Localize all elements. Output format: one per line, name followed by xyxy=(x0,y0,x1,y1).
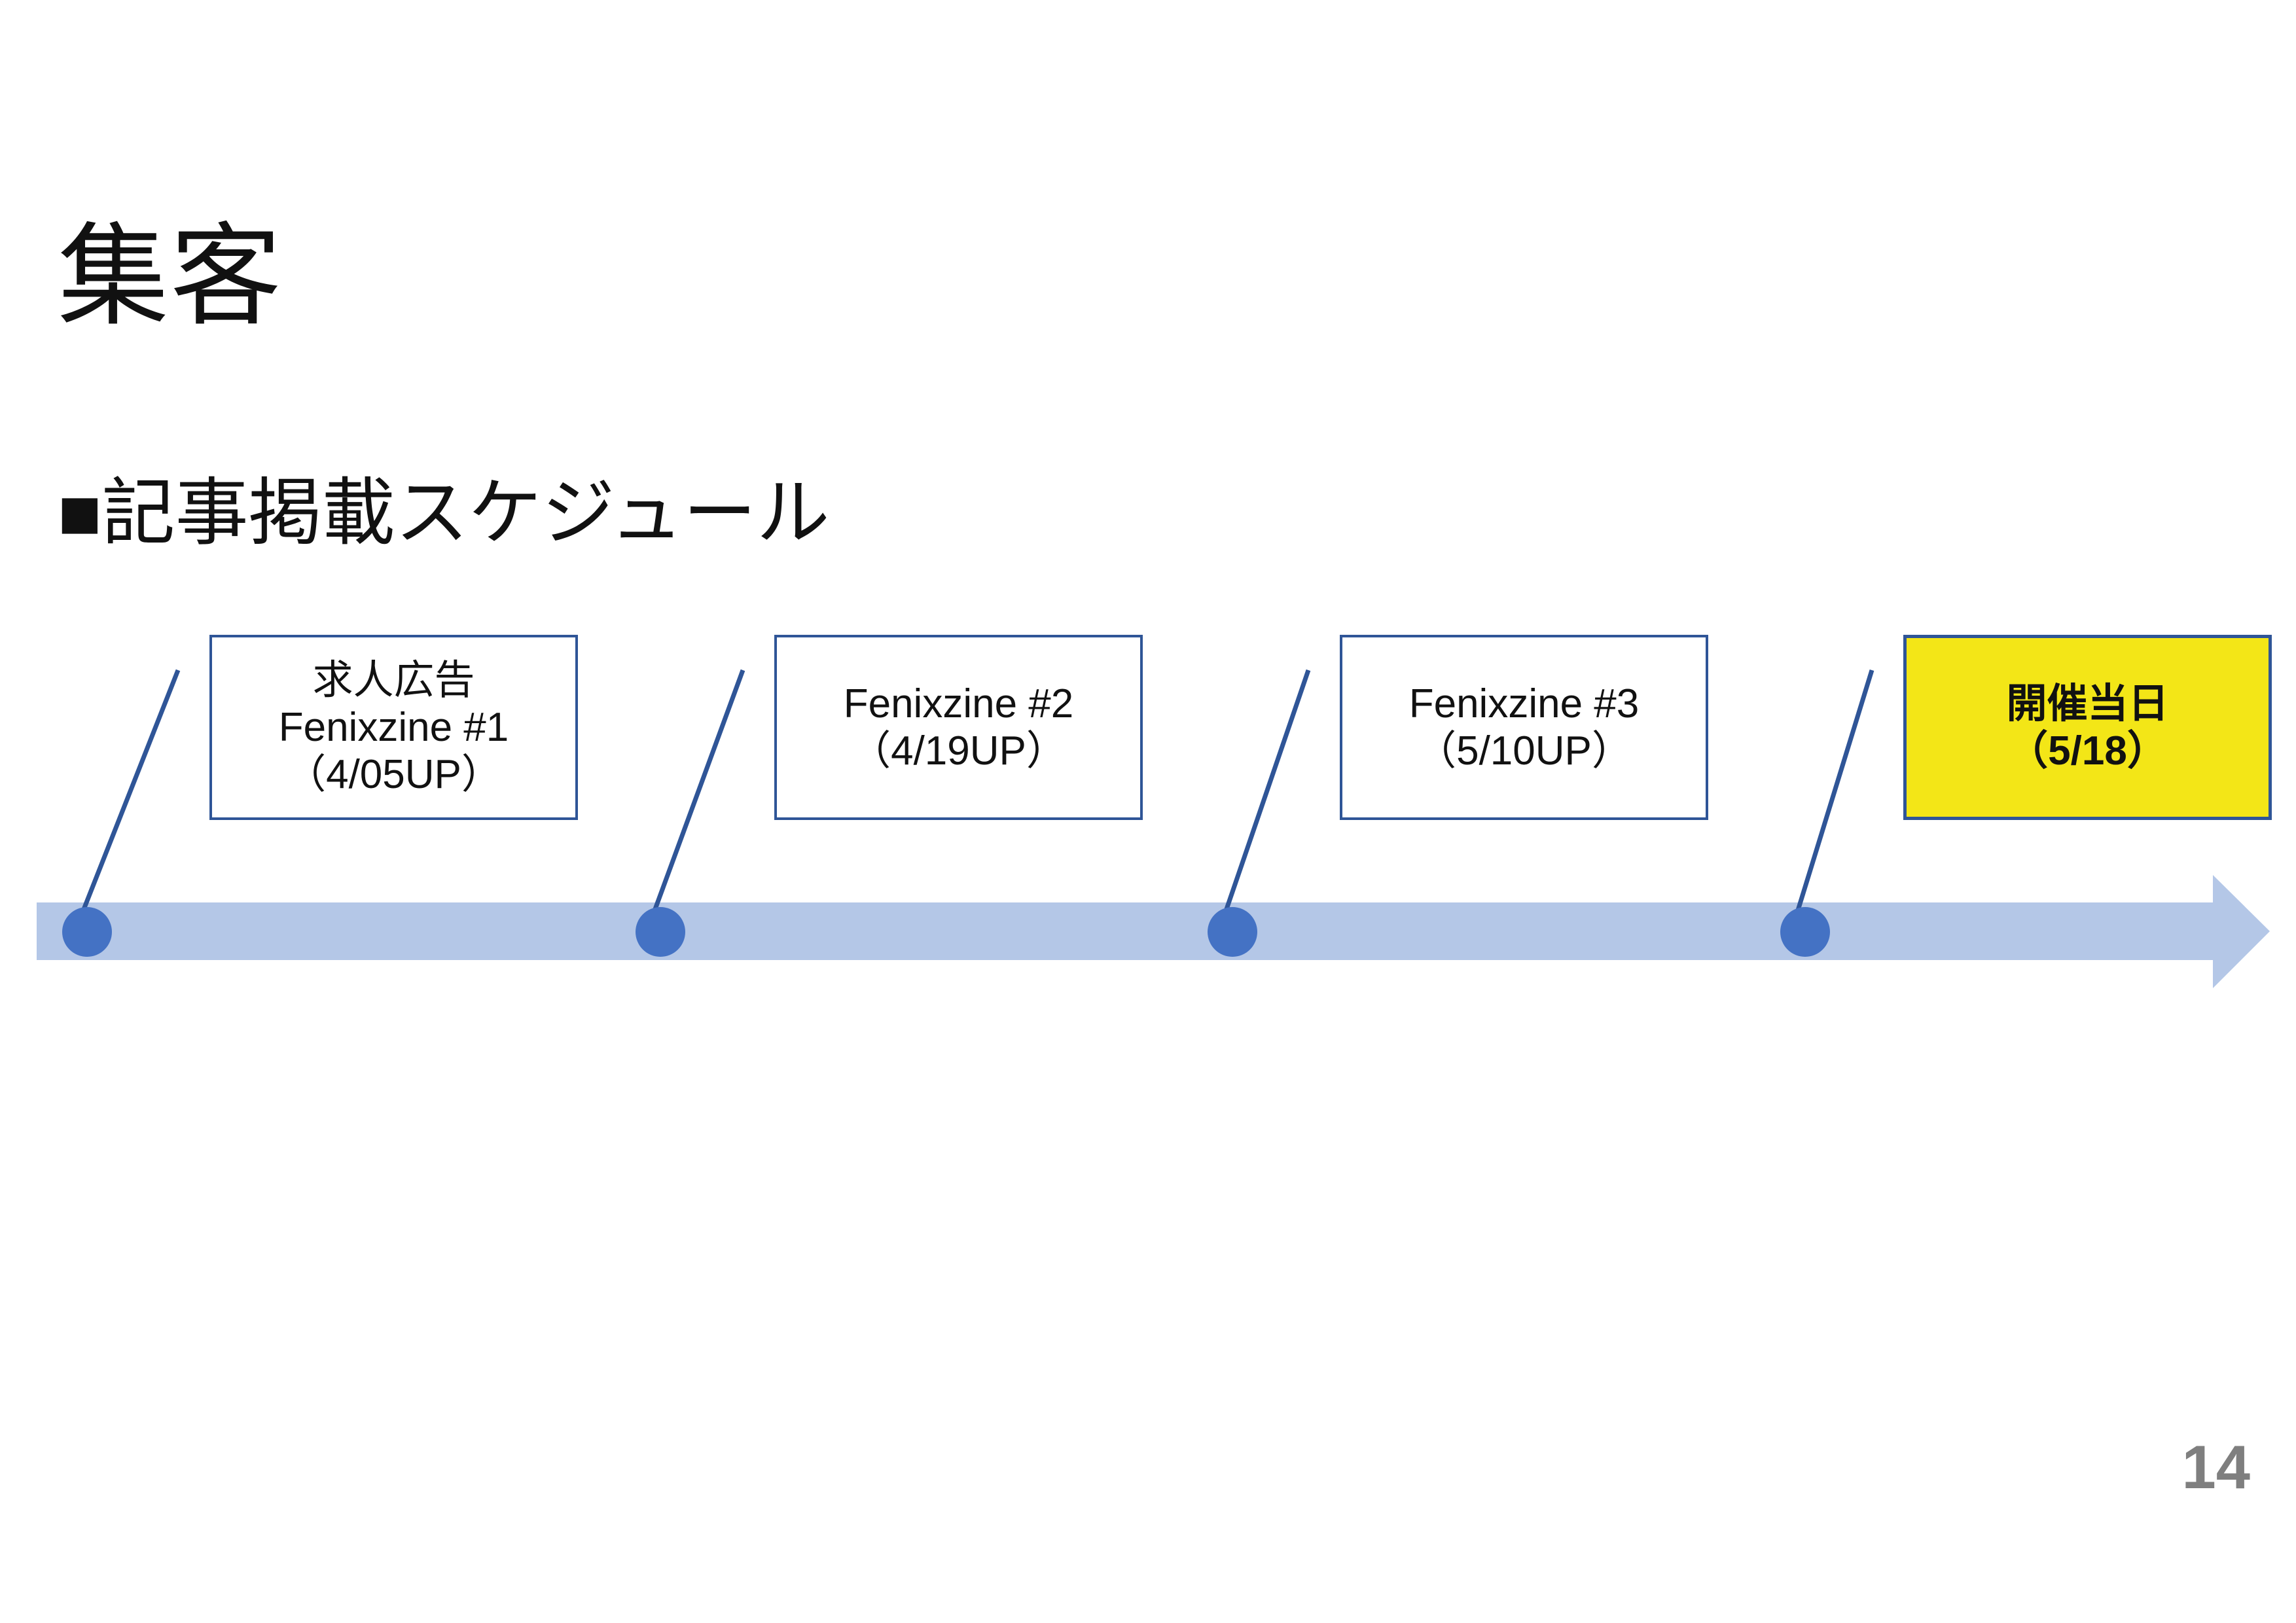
timeline-dot-2 xyxy=(636,907,685,957)
timeline-band xyxy=(37,902,2213,960)
milestone-line: 開催当日 xyxy=(2006,681,2169,726)
connector-line-4 xyxy=(1787,669,1874,937)
connector-line-2 xyxy=(643,669,745,937)
timeline-dot-4 xyxy=(1780,907,1830,957)
section-heading: ■記事掲載スケジュール xyxy=(58,472,830,554)
milestone-line: Fenixzine #2 xyxy=(843,681,1074,726)
milestone-line: （5/10UP） xyxy=(1416,728,1632,774)
milestone-line: （4/19UP） xyxy=(850,728,1067,774)
milestone-box-4-highlighted: 開催当日 （5/18） xyxy=(1903,635,2272,820)
timeline-dot-1 xyxy=(62,907,112,957)
milestone-line: Fenixzine #1 xyxy=(278,704,509,750)
timeline-dot-3 xyxy=(1208,907,1257,957)
milestone-box-3: Fenixzine #3 （5/10UP） xyxy=(1340,635,1708,820)
connector-line-1 xyxy=(71,669,181,937)
timeline-arrowhead-icon xyxy=(2213,875,2270,988)
milestone-line: （5/18） xyxy=(2007,728,2168,774)
page-number: 14 xyxy=(2181,1433,2250,1501)
milestone-box-2: Fenixzine #2 （4/19UP） xyxy=(774,635,1143,820)
slide-title: 集客 xyxy=(58,215,283,339)
milestone-line: （4/05UP） xyxy=(285,751,502,797)
milestone-box-1: 求人広告 Fenixzine #1 （4/05UP） xyxy=(209,635,578,820)
milestone-line: 求人広告 xyxy=(312,657,475,703)
connector-line-3 xyxy=(1215,669,1311,937)
milestone-line: Fenixzine #3 xyxy=(1408,681,1640,726)
